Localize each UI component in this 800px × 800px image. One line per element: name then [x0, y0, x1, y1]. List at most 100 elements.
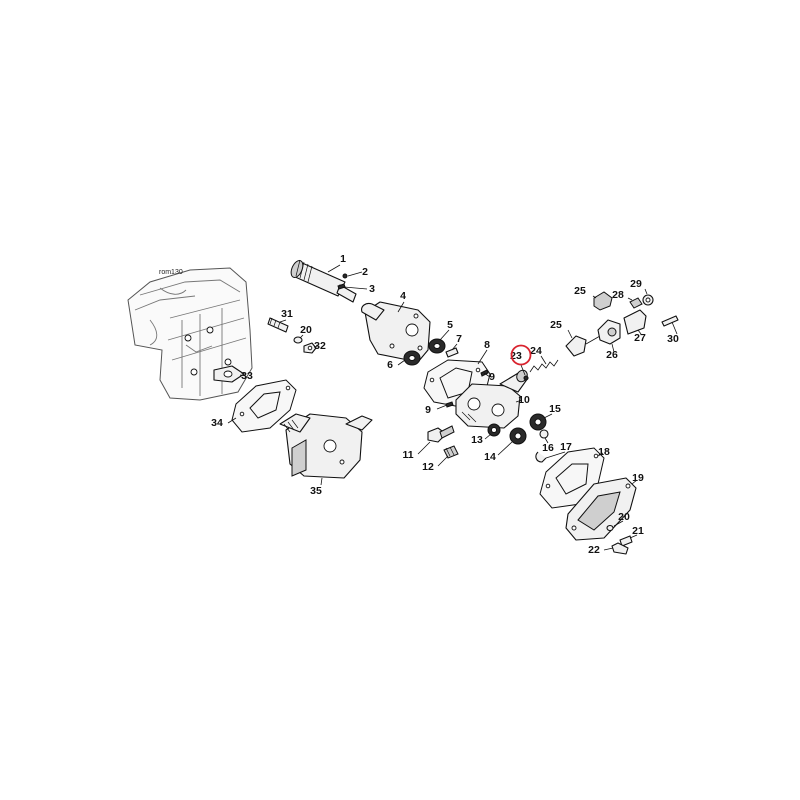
leader-line-10 [515, 399, 523, 403]
callout-15: 15 [549, 403, 561, 415]
callout-6: 6 [387, 359, 393, 371]
callout-17: 17 [560, 441, 572, 453]
part-26-regulator [597, 319, 621, 345]
part-13-gear [487, 423, 501, 437]
part-22-screw [611, 542, 629, 555]
callout-22: 22 [588, 544, 600, 556]
callout-27: 27 [634, 332, 646, 344]
part-15-gear [529, 413, 547, 431]
callout-25: 25 [574, 285, 586, 297]
part-5-gear [428, 338, 446, 354]
leader-line-5 [439, 329, 450, 341]
leader-line-28 [627, 297, 633, 301]
leader-line-16 [544, 437, 549, 444]
part-28-nut [629, 297, 643, 309]
part-4-pump-cover [361, 301, 431, 363]
callout-3: 3 [369, 283, 375, 295]
reference-code: rom130 [159, 269, 183, 276]
part-14-gear [509, 427, 527, 445]
leader-line-33 [239, 374, 247, 377]
callout-24: 24 [530, 345, 542, 357]
callout-8: 8 [484, 339, 490, 351]
leader-line-22 [603, 547, 614, 551]
leader-line-20 [299, 334, 304, 339]
part-25-check-valve [565, 335, 601, 357]
callout-9: 9 [425, 404, 431, 416]
callout-26: 26 [606, 349, 618, 361]
callout-9: 9 [489, 371, 495, 383]
part-27-bracket [623, 309, 647, 335]
leader-line-32 [313, 345, 319, 348]
leader-line-12 [437, 455, 449, 467]
callout-16: 16 [542, 442, 554, 454]
part-16-washer [539, 429, 549, 439]
part-20-washer-lower [606, 524, 614, 532]
leader-line-35 [320, 477, 323, 486]
callout-7: 7 [456, 333, 462, 345]
callout-10: 10 [518, 394, 530, 406]
leader-line-25 [592, 295, 597, 299]
callout-33: 33 [241, 370, 253, 382]
callout-20: 20 [300, 324, 312, 336]
leader-line-8 [477, 349, 488, 365]
part-24-spring [529, 359, 559, 373]
leader-line-21 [629, 534, 638, 539]
part-12-plug [443, 445, 459, 459]
leader-line-17 [545, 451, 566, 459]
leader-line-27 [637, 329, 642, 335]
highlight-circle [510, 344, 532, 366]
leader-line-19 [631, 479, 638, 485]
leader-line-7 [451, 343, 458, 351]
leader-line-15 [543, 413, 553, 419]
part-1-drive-shaft [290, 259, 357, 303]
part-2-pin [342, 273, 348, 279]
part-9-dowel-lower [445, 401, 454, 408]
part-29-washer [642, 294, 654, 306]
callout-12: 12 [422, 461, 434, 473]
part-33-flange [213, 365, 245, 383]
callout-5: 5 [447, 319, 453, 331]
leader-line-9 [483, 372, 491, 378]
part-7-pin [445, 347, 459, 358]
part-11-fitting [427, 425, 455, 443]
callout-29: 29 [630, 278, 642, 290]
part-31-stud [267, 317, 289, 333]
callout-35: 35 [310, 485, 322, 497]
leader-line-29 [644, 288, 648, 295]
callout-1: 1 [340, 253, 346, 265]
callout-30: 30 [667, 333, 679, 345]
part-25-plug [593, 291, 613, 311]
callout-25: 25 [550, 319, 562, 331]
leader-line-25 [567, 329, 573, 339]
part-19-cover-plate [565, 477, 637, 541]
callout-31: 31 [281, 308, 293, 320]
leader-line-9 [436, 404, 448, 410]
leader-line-18 [597, 452, 604, 457]
callout-13: 13 [471, 434, 483, 446]
callout-2: 2 [362, 266, 368, 278]
callout-19: 19 [632, 472, 644, 484]
leader-line-24 [540, 355, 547, 365]
leader-line-34 [227, 417, 237, 424]
part-20-washer-upper [293, 336, 303, 344]
part-34-gasket [231, 379, 297, 433]
callout-23: 23 [510, 350, 522, 362]
part-21-screw [619, 535, 633, 547]
leader-line-20 [613, 520, 624, 527]
callout-14: 14 [484, 451, 496, 463]
callout-32: 32 [314, 340, 326, 352]
leader-line-4 [397, 301, 405, 313]
callout-11: 11 [402, 449, 413, 461]
part-23-check-ball [523, 375, 529, 381]
part-6-gear [403, 350, 421, 366]
leader-line-13 [484, 433, 492, 440]
part-17-clip [535, 451, 547, 463]
leader-line-3 [343, 286, 368, 290]
leader-line-1 [327, 264, 341, 273]
leader-line-11 [417, 441, 431, 455]
leader-line-2 [347, 271, 363, 277]
part-35-pump-assembly [279, 413, 373, 479]
callout-34: 34 [211, 417, 223, 429]
leader-line-31 [279, 319, 287, 323]
